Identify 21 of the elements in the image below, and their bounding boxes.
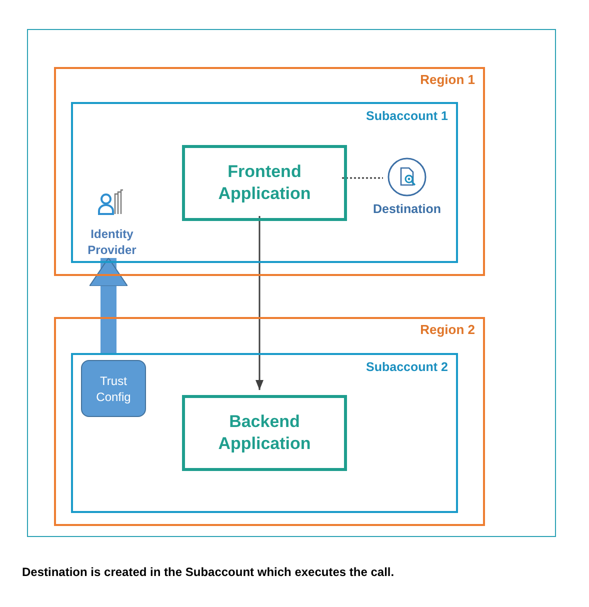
application-box	[182, 395, 347, 471]
destination-label: Destination	[372, 202, 442, 216]
region-frame	[54, 67, 485, 276]
application-box	[182, 145, 347, 221]
trust-config-box	[81, 360, 146, 417]
identity-provider-label: Identity Provider	[86, 226, 138, 258]
application-label: Backend Application	[217, 411, 312, 455]
block-arrow	[89, 258, 128, 355]
subaccount-label: Subaccount 2	[366, 360, 448, 374]
trust-config-label: Trust Config	[95, 372, 132, 404]
region-frame	[54, 317, 485, 526]
region-label: Region 2	[420, 322, 475, 337]
dotted-connector	[342, 177, 383, 179]
arrow	[256, 216, 264, 390]
platform-frame	[27, 29, 556, 537]
subaccount-label: Subaccount 1	[366, 109, 448, 123]
subaccount-frame	[71, 102, 458, 263]
region-label: Region 1	[420, 72, 475, 87]
subaccount-frame	[71, 353, 458, 513]
caption: Destination is created in the Subaccount which executes the call.	[22, 565, 394, 579]
application-label: Frontend Application	[217, 161, 312, 205]
